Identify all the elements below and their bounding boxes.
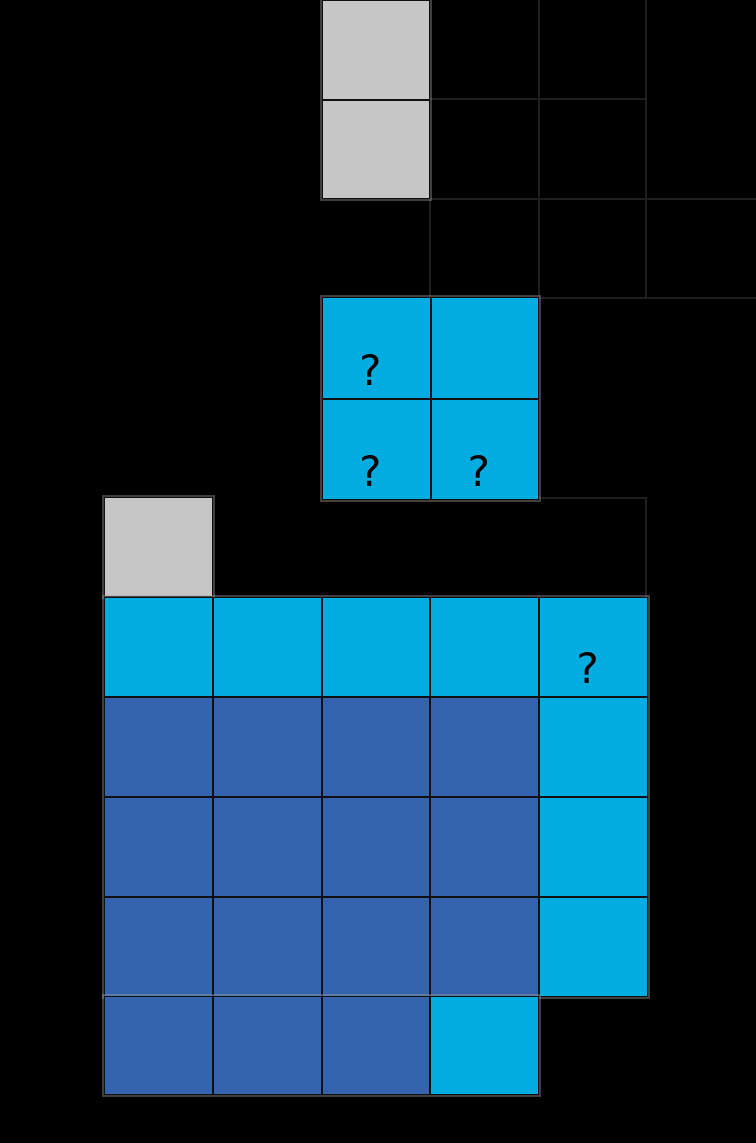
- grid-cell-cyan[interactable]: ?: [323, 298, 430, 398]
- grid-cell-cyan: [105, 598, 212, 696]
- grid-cell-blue: [213, 698, 321, 796]
- grid-cell-cyan[interactable]: ?: [540, 598, 647, 696]
- grid-cell-cyan: [431, 298, 538, 398]
- grid-cell-cyan: [322, 598, 430, 696]
- grid-skeleton-line: [645, 497, 647, 597]
- large-grid-bottom-row: [104, 996, 539, 1095]
- grid-cell-blue: [431, 698, 539, 796]
- grid-skeleton-line: [538, 0, 540, 298]
- large-grid-upper: ?: [104, 597, 648, 997]
- grid-cell-cyan[interactable]: ?: [431, 399, 538, 499]
- grid-skeleton-line: [539, 497, 647, 499]
- grid-cell-blue: [322, 798, 430, 896]
- grid-cell-blue: [105, 898, 212, 996]
- grid-cell-blue: [431, 798, 539, 896]
- grid-cell-cyan: [213, 598, 321, 696]
- grid-cell-cyan[interactable]: ?: [323, 399, 430, 499]
- grid-cell-blue: [322, 898, 430, 996]
- partial-gray-column: [322, 0, 430, 199]
- grid-cell-blue: [322, 997, 430, 1094]
- grid-skeleton-line: [430, 198, 756, 200]
- gray-unit-square: [104, 497, 213, 597]
- two-by-two-question-grid: ???: [322, 297, 539, 500]
- grid-cell-blue: [213, 898, 321, 996]
- grid-cell-gray: [323, 100, 429, 198]
- grid-cell-gray: [323, 1, 429, 99]
- grid-skeleton-line: [539, 297, 756, 299]
- grid-cell-blue: [105, 997, 212, 1094]
- question-mark: ?: [359, 345, 382, 395]
- grid-cell-blue: [105, 698, 212, 796]
- grid-cell-cyan: [431, 598, 539, 696]
- question-mark: ?: [359, 447, 382, 496]
- grid-cell-blue: [431, 898, 539, 996]
- grid-cell-cyan: [431, 997, 538, 1094]
- question-mark: ?: [467, 447, 490, 496]
- grid-cell-gray: [105, 498, 212, 596]
- grid-cell-blue: [213, 997, 321, 1094]
- grid-cell-cyan: [540, 698, 647, 796]
- grid-cell-blue: [322, 698, 430, 796]
- grid-cell-cyan: [540, 898, 647, 996]
- grid-cell-cyan: [540, 798, 647, 896]
- grid-skeleton-line: [429, 199, 431, 298]
- grid-cell-blue: [213, 798, 321, 896]
- grid-cell-blue: [105, 798, 212, 896]
- grid-skeleton-line: [430, 98, 646, 100]
- grid-skeleton-line: [645, 0, 647, 298]
- question-mark: ?: [576, 644, 599, 693]
